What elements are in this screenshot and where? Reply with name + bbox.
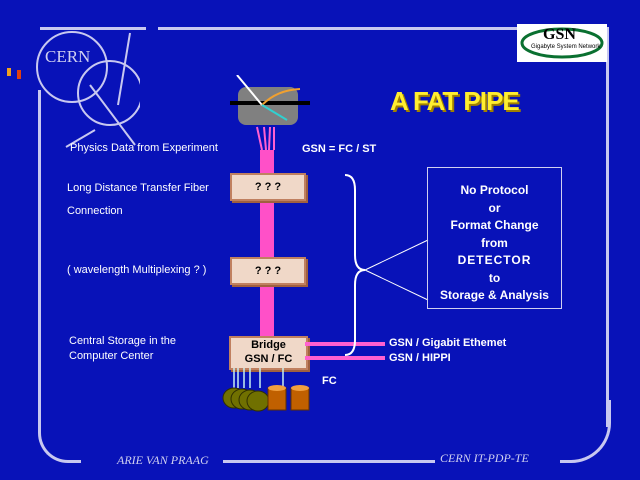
callout-line: Format Change (450, 218, 539, 232)
frame-line (158, 27, 608, 30)
callout-line: or (488, 200, 501, 215)
fc-label: FC (322, 375, 337, 387)
physics-data-label: Physics Data from Experiment (70, 142, 218, 154)
brace (344, 174, 429, 356)
ethernet-label: GSN / Gigabit Ethemet (389, 337, 507, 349)
slide-title: A FAT PIPE (390, 86, 520, 116)
bridge-label: Bridge (251, 339, 286, 351)
hippi-link (305, 356, 385, 360)
callout-line: DETECTOR (457, 253, 532, 267)
connection-label: Connection (67, 205, 123, 217)
ethernet-link (305, 342, 385, 346)
cern-logo (36, 31, 140, 148)
central-storage-label: Central Storage in the (69, 335, 177, 347)
frame-corner (38, 420, 81, 463)
decoration (7, 68, 11, 76)
detector-icon (230, 75, 310, 151)
gsn-logo: GSN Gigabyte System Network (517, 24, 607, 62)
decoration (17, 70, 21, 79)
callout-line: to (488, 270, 501, 285)
long-distance-label: Long Distance Transfer Fiber (67, 182, 209, 194)
unknown-box-1: ? ? ? (230, 173, 306, 201)
footer-org: CERN IT-PDP-TE (440, 451, 529, 465)
wavelength-label: ( wavelength Multiplexing ? ) (67, 264, 207, 276)
gsn-logo-text: GSN (543, 26, 576, 43)
hippi-label: GSN / HIPPI (389, 352, 451, 364)
unknown-box-2: ? ? ? (230, 257, 306, 285)
frame-line (40, 27, 146, 30)
computer-center-label: Computer Center (69, 350, 154, 362)
footer-line (223, 460, 435, 463)
callout-line: Storage & Analysis (440, 288, 549, 302)
frame-line (606, 27, 609, 427)
storage-devices-icon (222, 368, 310, 412)
gsn-equation: GSN = FC / ST (302, 143, 377, 155)
callout-line: from (481, 235, 508, 250)
bridge-gsn-fc-label: GSN / FC (244, 353, 293, 365)
gsn-logo-subtitle: Gigabyte System Network (531, 44, 601, 50)
callout-box: No Protocol or Format Change from DETECT… (427, 167, 562, 309)
cern-logo-text: CERN (45, 47, 91, 66)
frame-line (38, 90, 41, 430)
frame-corner (560, 400, 611, 463)
footer-author: ARIE VAN PRAAG (117, 453, 209, 467)
callout-line: No Protocol (460, 183, 529, 197)
bridge-box: Bridge GSN / FC (229, 336, 308, 370)
